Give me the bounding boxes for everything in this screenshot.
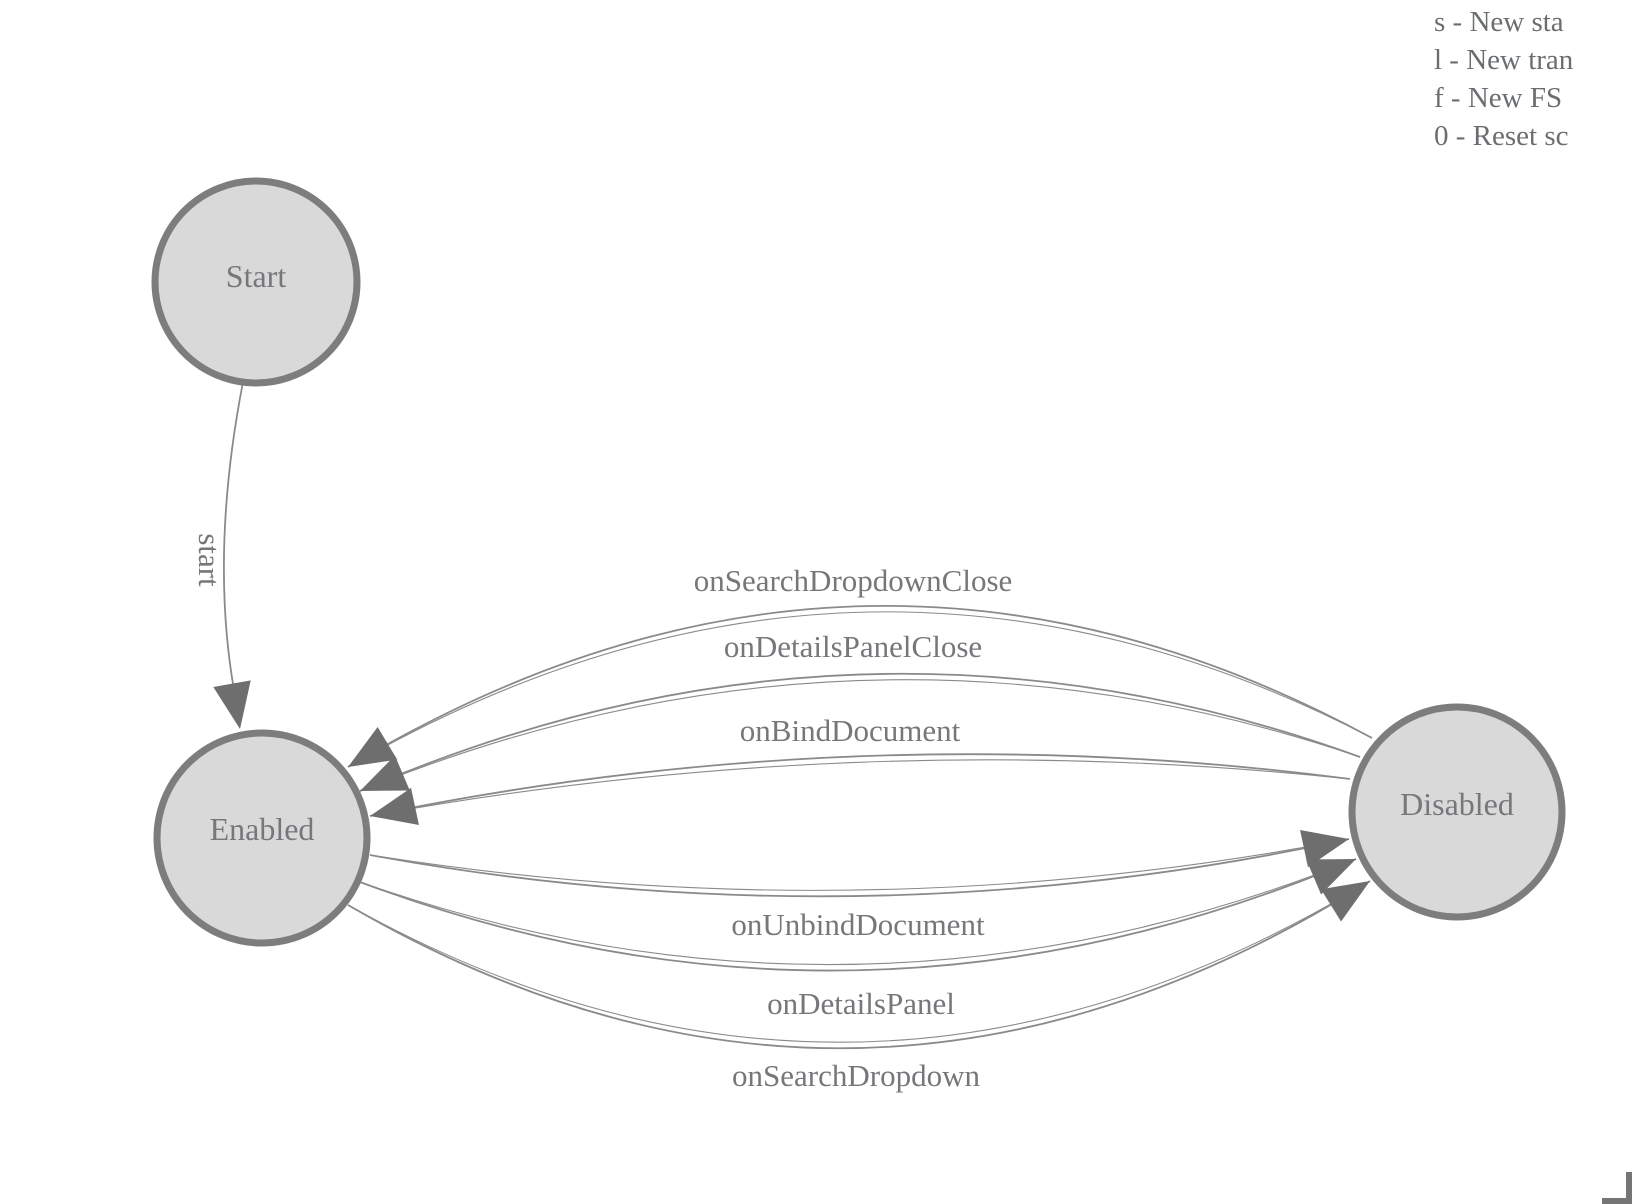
state-label-enabled: Enabled (210, 811, 315, 847)
canvas-corner-horizontal-bar (1602, 1198, 1632, 1204)
state-label-disabled: Disabled (1400, 786, 1514, 822)
transition-label-onSearchDropdownClose[interactable]: onSearchDropdownClose (694, 563, 1013, 598)
transition-curve-inner-onSearchDropdownClose (347, 611, 1373, 768)
legend-line-reset: 0 - Reset sc (1434, 120, 1569, 152)
arrowhead-start (213, 680, 251, 729)
transition-label-start[interactable]: start (192, 533, 227, 587)
transition-curve-onSearchDropdownClose[interactable] (347, 605, 1373, 768)
transition-label-onDetailsPanelClose[interactable]: onDetailsPanelClose (724, 629, 982, 664)
arrowhead-onDetailsPanel (1306, 859, 1356, 895)
arrowhead-onSearchDropdown (1320, 881, 1370, 922)
transition-curve-inner-onBindDocument (369, 759, 1351, 817)
transition-label-onBindDocument[interactable]: onBindDocument (740, 713, 961, 748)
transition-curve-inner-onUnbindDocument (369, 838, 1350, 891)
transition-label-onDetailsPanel[interactable]: onDetailsPanel (767, 986, 955, 1021)
arrowhead-onSearchDropdownClose (348, 727, 398, 767)
legend-line-new-state: s - New sta (1434, 6, 1564, 38)
transition-label-onUnbindDocument[interactable]: onUnbindDocument (731, 907, 985, 942)
transition-curve-inner-onDetailsPanelClose (359, 679, 1361, 792)
transition-curve-start[interactable] (223, 381, 244, 691)
canvas-corner-vertical-bar (1626, 1172, 1632, 1204)
legend-line-new-fsm: f - New FS (1434, 82, 1563, 114)
transition-curve-onUnbindDocument[interactable] (369, 838, 1350, 898)
transition-curve-onSearchDropdown[interactable] (347, 880, 1371, 1050)
arrowhead-onUnbindDocument (1300, 829, 1349, 868)
legend-line-new-transition: l - New tran (1434, 44, 1574, 76)
transition-curve-inner-onSearchDropdown (347, 880, 1371, 1043)
transition-curve-onDetailsPanelClose[interactable] (359, 672, 1361, 792)
state-node-start[interactable] (151, 177, 361, 387)
arrowhead-onBindDocument (370, 787, 419, 826)
arrowhead-onDetailsPanelClose (360, 755, 410, 791)
transition-label-onSearchDropdown[interactable]: onSearchDropdown (732, 1058, 980, 1093)
shortcut-legend: s - New sta l - New tran f - New FS 0 - … (1434, 3, 1573, 155)
state-node-enabled[interactable] (153, 729, 371, 947)
transition-curve-inner-onDetailsPanel (359, 858, 1357, 966)
transition-curve-onDetailsPanel[interactable] (359, 858, 1357, 972)
state-node-disabled[interactable] (1348, 703, 1566, 921)
transition-curve-onBindDocument[interactable] (369, 753, 1351, 817)
state-label-start: Start (226, 258, 287, 294)
